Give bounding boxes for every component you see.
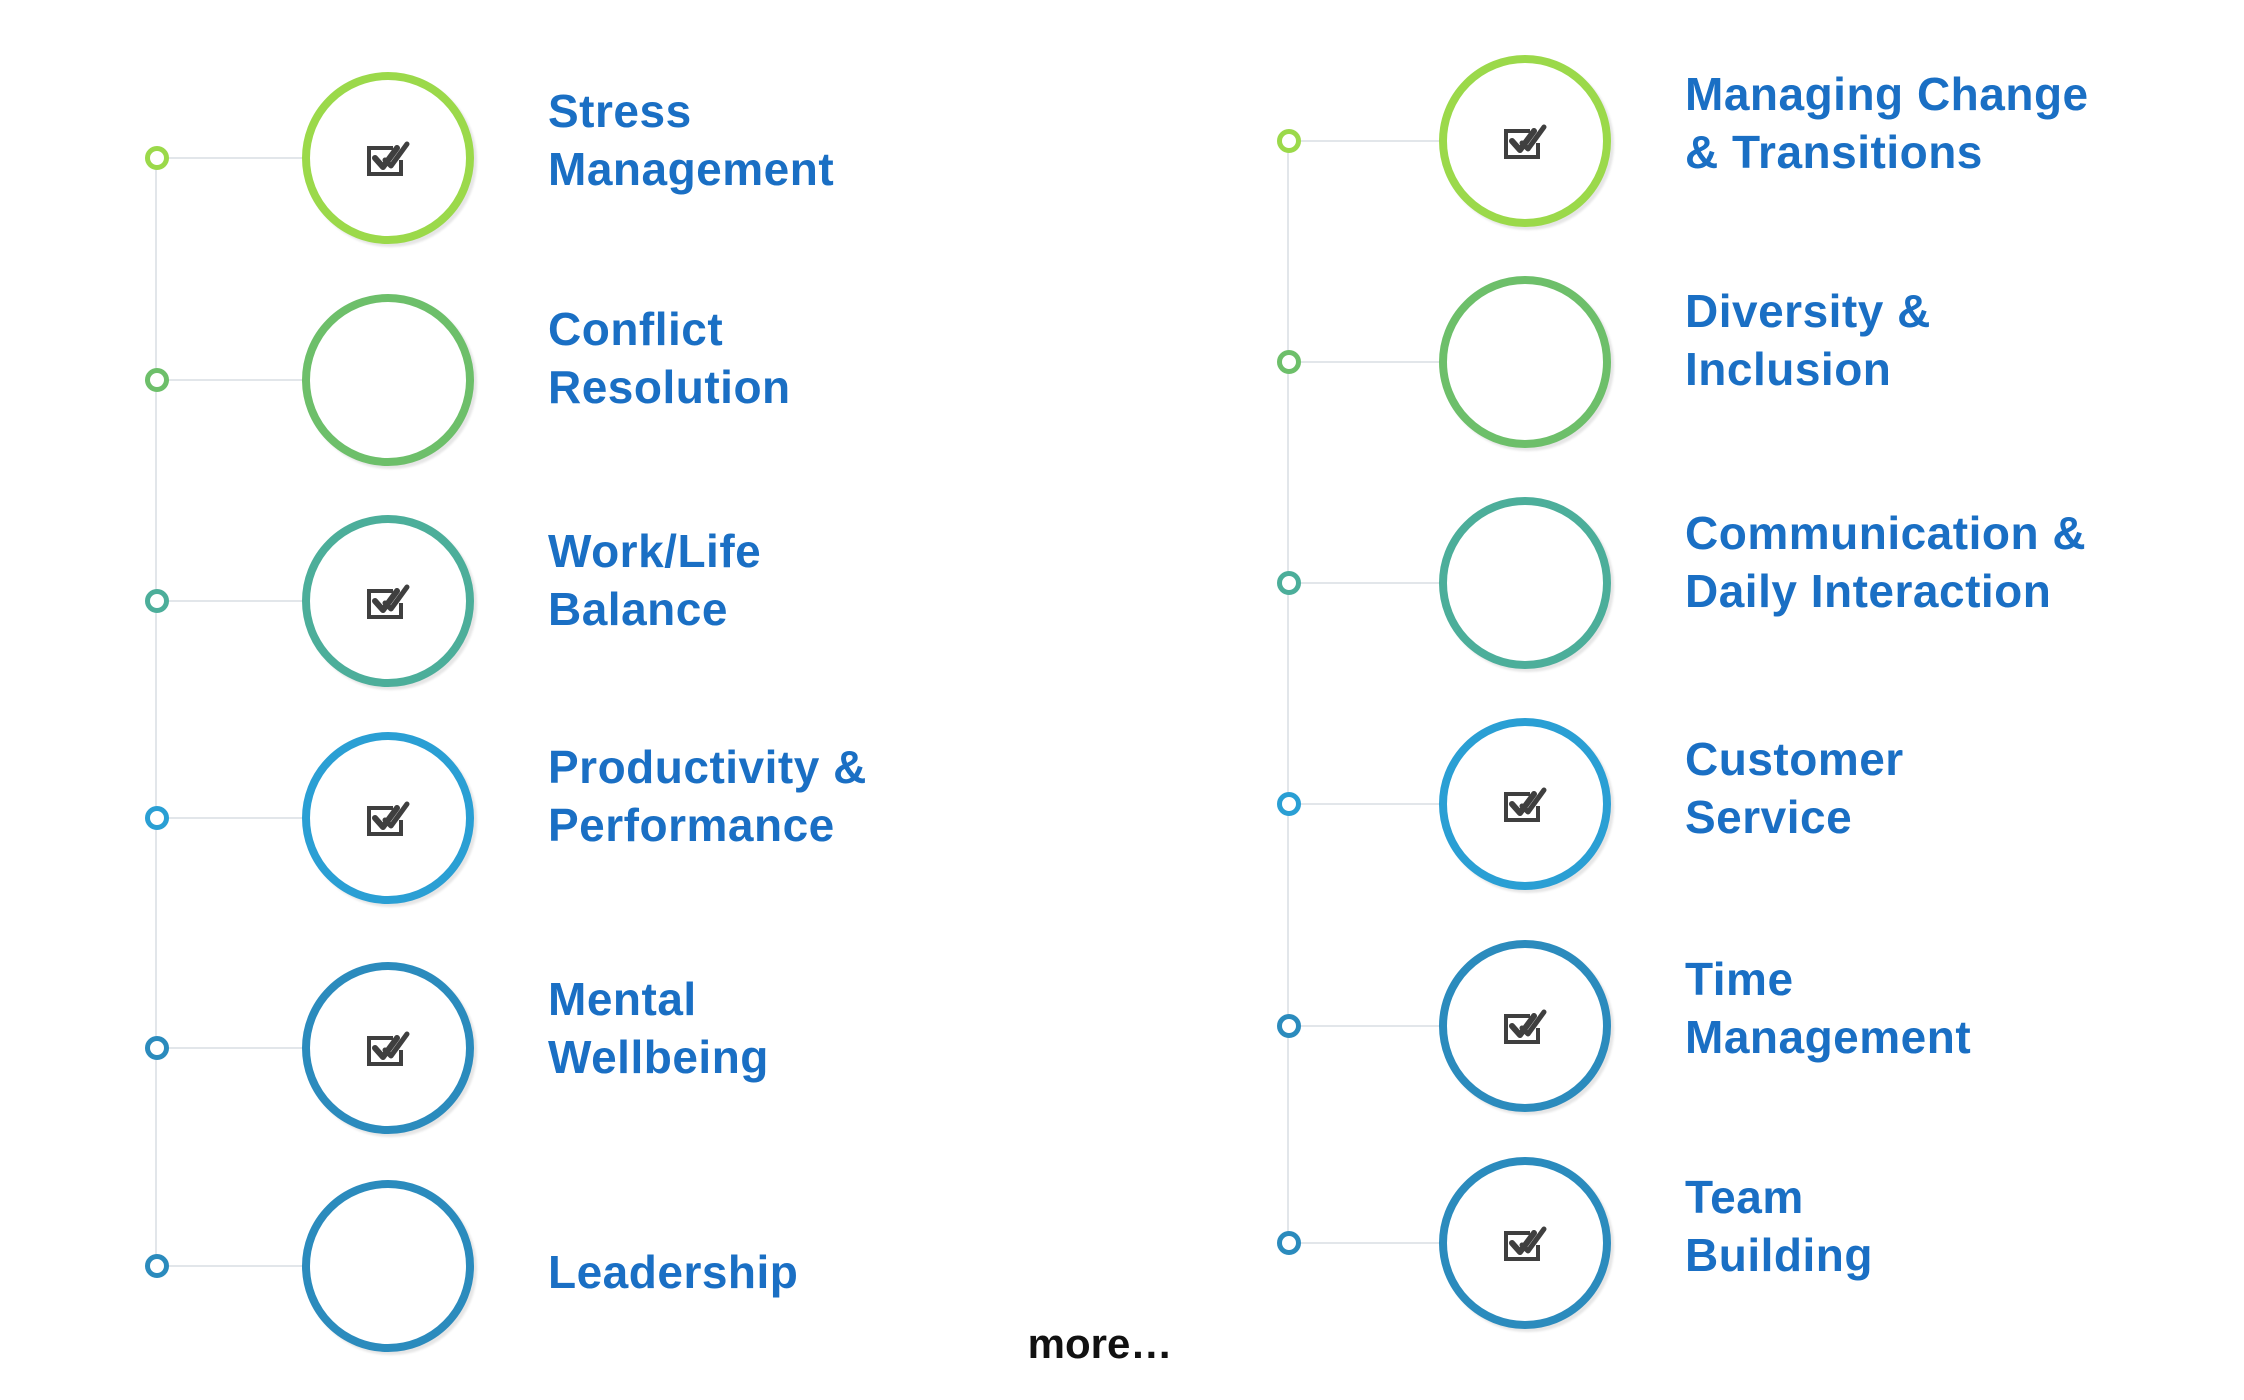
- timeline-node: [1277, 571, 1301, 595]
- topic-label-line1: Time: [1685, 953, 1794, 1005]
- timeline-node: [1277, 129, 1301, 153]
- timeline-node: [145, 1036, 169, 1060]
- topic-label: Diversity & Inclusion: [1685, 282, 1931, 398]
- topic-label-line1: Conflict: [548, 303, 724, 355]
- topic-label-line1: Work/Life: [548, 525, 762, 577]
- topic-ring[interactable]: [1439, 940, 1611, 1112]
- connector-line: [169, 817, 302, 819]
- topic-label-line1: Team: [1685, 1171, 1804, 1223]
- timeline-node: [145, 1254, 169, 1278]
- topic-label-line1: Communication &: [1685, 507, 2087, 559]
- topic-label-line1: Stress: [548, 85, 692, 137]
- timeline-node: [1277, 792, 1301, 816]
- topic-label-line2: Daily Interaction: [1685, 565, 2052, 617]
- checkbox-check-icon: [367, 1031, 410, 1066]
- connector-line: [169, 379, 302, 381]
- topic-ring[interactable]: [1439, 1157, 1611, 1329]
- connector-line: [1301, 1025, 1439, 1027]
- topic-ring[interactable]: [1439, 276, 1611, 448]
- connector-line: [169, 1265, 302, 1267]
- topic-ring[interactable]: [302, 515, 474, 687]
- timeline-node: [1277, 1231, 1301, 1255]
- connector-line: [169, 1047, 302, 1049]
- topic-label-line1: Mental: [548, 973, 697, 1025]
- topic-label-line2: Performance: [548, 799, 835, 851]
- connector-line: [1301, 1242, 1439, 1244]
- topic-label: Leadership: [548, 1243, 798, 1301]
- timeline-node: [145, 589, 169, 613]
- timeline-node: [1277, 1014, 1301, 1038]
- topic-label-line2: Wellbeing: [548, 1031, 769, 1083]
- topic-ring[interactable]: [302, 1180, 474, 1352]
- topic-label: Productivity & Performance: [548, 738, 867, 854]
- checkbox-check-icon: [1504, 787, 1547, 822]
- topic-label-line2: Service: [1685, 791, 1853, 843]
- topic-label: Communication & Daily Interaction: [1685, 504, 2086, 620]
- timeline-node: [1277, 350, 1301, 374]
- topic-label-line2: Building: [1685, 1229, 1873, 1281]
- topic-label: Managing Change & Transitions: [1685, 65, 2089, 181]
- topic-ring[interactable]: [302, 72, 474, 244]
- topic-label-line1: Diversity &: [1685, 285, 1931, 337]
- topic-label-line1: Managing Change: [1685, 68, 2089, 120]
- topic-ring[interactable]: [1439, 497, 1611, 669]
- topic-label-line2: Balance: [548, 583, 728, 635]
- topic-label-line2: Leadership: [548, 1246, 799, 1298]
- topic-label-line2: Management: [1685, 1011, 1972, 1063]
- checkbox-check-icon: [367, 584, 410, 619]
- checkbox-check-icon: [367, 801, 410, 836]
- topic-label-line2: & Transitions: [1685, 126, 1983, 178]
- checkbox-check-icon: [367, 141, 410, 176]
- timeline-node: [145, 806, 169, 830]
- topic-label-line2: Inclusion: [1685, 343, 1892, 395]
- checkbox-check-icon: [1504, 124, 1547, 159]
- topic-ring[interactable]: [302, 294, 474, 466]
- topic-label-line1: Productivity &: [548, 741, 867, 793]
- topic-ring[interactable]: [1439, 718, 1611, 890]
- timeline-node: [145, 146, 169, 170]
- connector-line: [1301, 582, 1439, 584]
- topic-label-line2: Management: [548, 143, 835, 195]
- left-timeline-line: [155, 158, 157, 1258]
- connector-line: [169, 157, 302, 159]
- topic-ring[interactable]: [302, 732, 474, 904]
- topic-label-line1: Customer: [1685, 733, 1904, 785]
- more-link[interactable]: more…: [1027, 1320, 1173, 1367]
- checkbox-check-icon: [1504, 1009, 1547, 1044]
- topic-ring[interactable]: [302, 962, 474, 1134]
- connector-line: [1301, 803, 1439, 805]
- connector-line: [1301, 361, 1439, 363]
- connector-line: [169, 600, 302, 602]
- topic-ring[interactable]: [1439, 55, 1611, 227]
- connector-line: [1301, 140, 1439, 142]
- right-timeline-line: [1287, 141, 1289, 1241]
- checkbox-check-icon: [1504, 1226, 1547, 1261]
- timeline-node: [145, 368, 169, 392]
- topic-label-line2: Resolution: [548, 361, 791, 413]
